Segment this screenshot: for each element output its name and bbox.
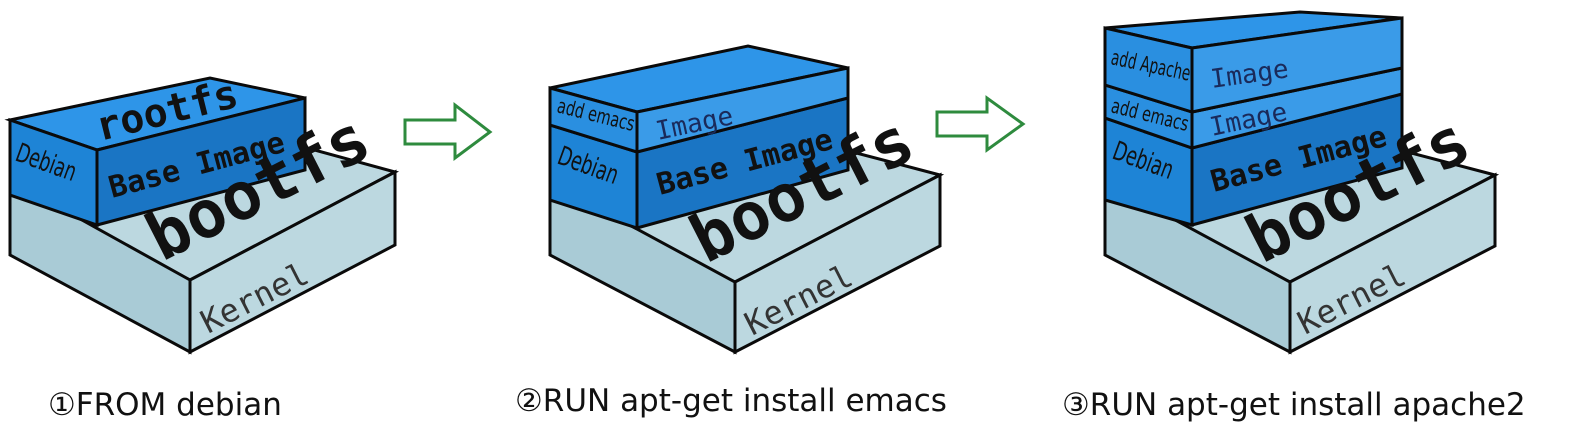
right-hollow-arrow-icon [935, 95, 1026, 153]
apache-image-front-3 [1190, 16, 1404, 114]
base-image-front-1 [95, 96, 307, 227]
kernel-right-2 [733, 172, 942, 355]
stack-1: rootfs Debian Base Image bootfs Kernel [4, 71, 400, 355]
step-1-caption: ①FROM debian [48, 387, 282, 423]
kernel-right-3 [1288, 172, 1497, 355]
kernel-right-1 [188, 169, 397, 355]
step-2-caption: ②RUN apt-get install emacs [515, 383, 947, 419]
stack-2: add emacs Image Debian Base Image bootfs… [548, 44, 945, 355]
step-3-caption: ③RUN apt-get install apache2 [1062, 387, 1526, 423]
right-hollow-arrow-icon [403, 101, 493, 161]
stack-3: add Apache Image add emacs Image Debian … [1103, 10, 1500, 355]
emacs-image-front-2 [635, 66, 850, 154]
